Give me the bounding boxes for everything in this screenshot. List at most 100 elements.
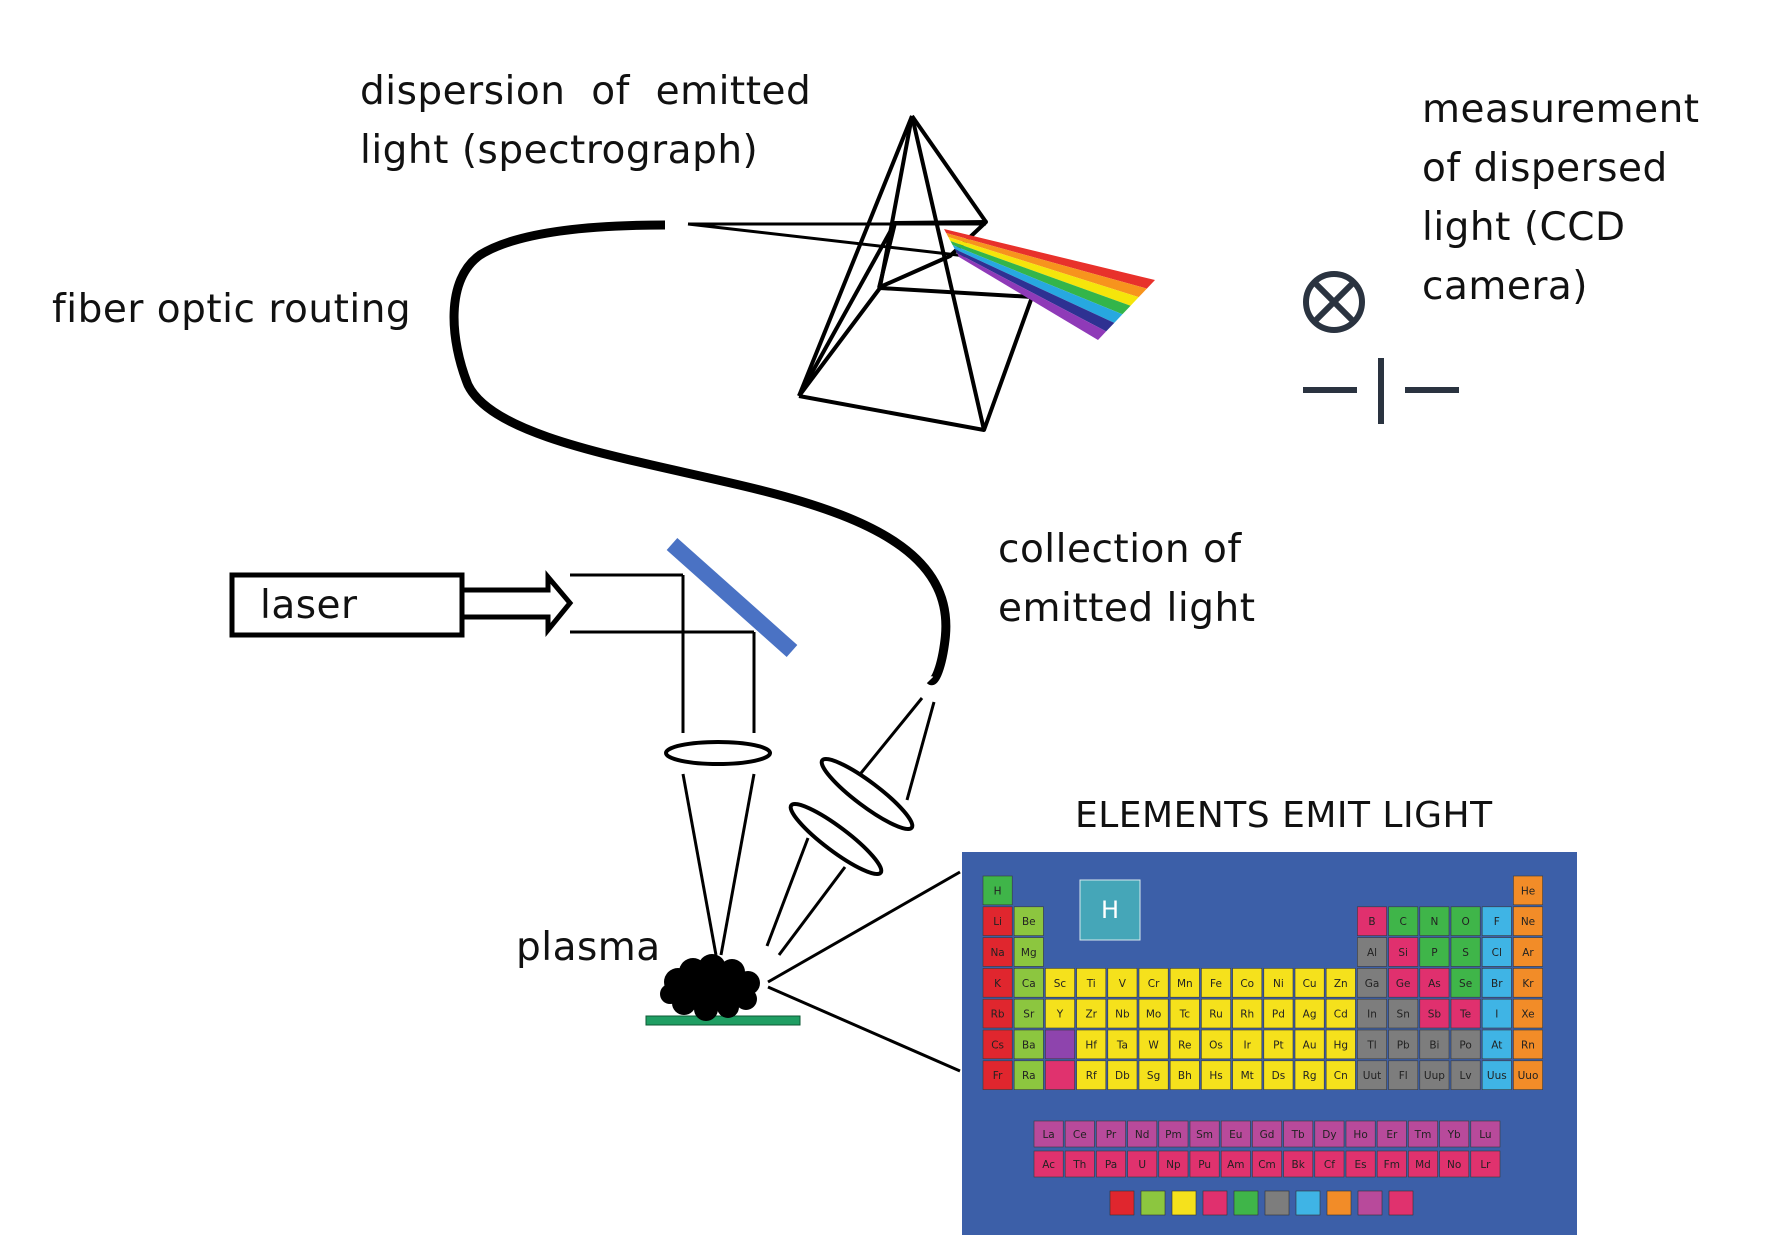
spectrum-band [956,253,1107,340]
element-Sb-symbol: Sb [1428,1009,1442,1021]
element-Bh-symbol: Bh [1178,1070,1192,1082]
element-I-symbol: I [1495,1009,1498,1021]
element-Li-symbol: Li [993,916,1002,928]
element-Rb-tile [982,998,1013,1029]
element-Hf-tile [1076,1029,1107,1060]
element-Uup-symbol: Uup [1424,1070,1445,1082]
spectrum-band [944,229,1155,289]
element-Zn-tile [1325,968,1356,998]
element-Ba-tile [1013,1029,1044,1060]
plasma-cloud-icon [660,954,760,1021]
element-Ge-symbol: Ge [1396,978,1411,990]
element-In-tile [1357,998,1387,1029]
element-Cr-symbol: Cr [1148,978,1160,990]
actinide-Ac-tile [1033,1150,1064,1178]
label-dispersion: dispersion of emitted light (spectrograp… [360,69,812,173]
element-Lv-tile [1450,1060,1481,1090]
actinide-Am-symbol: Am [1227,1159,1244,1171]
element-Cd-tile [1325,998,1356,1029]
element-Si-tile [1388,937,1419,967]
sample-substrate [645,1015,801,1026]
lanthanide-Tb-symbol: Tb [1291,1129,1305,1141]
element-Sr-symbol: Sr [1023,1009,1035,1021]
actinide-Lr-symbol: Lr [1480,1159,1491,1171]
element-Tc-tile [1169,998,1200,1029]
lanthanide-Ho-symbol: Ho [1353,1129,1367,1141]
legend-swatch-halogen [1295,1190,1321,1216]
element-Co-tile [1232,968,1263,998]
element-I-tile [1481,998,1512,1029]
element-Ti-symbol: Ti [1086,978,1096,990]
element-Te-tile [1450,998,1481,1029]
element-At-tile [1481,1029,1512,1060]
lanthanide-Pr-symbol: Pr [1106,1129,1117,1141]
element-blank-tile [1045,1029,1075,1060]
legend-swatch-metalloid [1202,1190,1228,1216]
element-Os-symbol: Os [1209,1039,1223,1051]
lanthanide-La-tile [1033,1120,1064,1148]
element-Uuo-tile [1513,1060,1543,1090]
element-Ag-tile [1294,998,1325,1029]
element-Rn-symbol: Rn [1521,1039,1535,1051]
element-Be-tile [1013,906,1044,936]
actinide-Bk-symbol: Bk [1292,1159,1306,1171]
element-Nb-tile [1107,998,1138,1029]
element-Sn-tile [1388,998,1419,1029]
element-Al-tile [1357,937,1387,967]
element-W-tile [1138,1029,1169,1060]
collection-beam-path [765,697,936,956]
element-V-symbol: V [1119,978,1127,990]
element-Na-symbol: Na [990,947,1004,959]
actinide-Np-symbol: Np [1166,1159,1181,1171]
lanthanide-Tb-tile [1283,1120,1314,1148]
element-Ru-symbol: Ru [1209,1009,1222,1021]
element-Fr-symbol: Fr [993,1070,1003,1082]
element-Pt-tile [1263,1029,1294,1060]
element-Ta-tile [1107,1029,1138,1060]
element-Ir-tile [1232,1029,1263,1060]
element-Y-symbol: Y [1056,1009,1064,1021]
element-Xe-tile [1513,998,1543,1029]
element-Mo-tile [1138,998,1169,1029]
legend-swatch-lanthanide [1357,1190,1383,1216]
actinide-Bk-tile [1283,1150,1314,1178]
actinide-Pu-tile [1189,1150,1220,1178]
key-element-symbol: H [1101,896,1119,924]
element-Re-tile [1169,1029,1200,1060]
element-He-tile [1513,875,1543,906]
element-Cs-symbol: Cs [991,1039,1004,1051]
legend-swatch-alkaline [1140,1190,1166,1216]
legend-swatch-noble [1326,1190,1352,1216]
label-fiber: fiber optic routing [52,287,412,332]
element-Db-tile [1107,1060,1138,1090]
fiber-optic-cable [449,220,951,686]
element-blank-tile [1045,1060,1075,1090]
actinide-Md-tile [1408,1150,1438,1178]
element-Na-tile [982,937,1013,967]
element-F-tile [1481,906,1512,936]
element-Br-tile [1481,968,1512,998]
element-Rf-tile [1076,1060,1107,1090]
element-K-tile [982,968,1013,998]
element-Ne-symbol: Ne [1521,916,1535,928]
element-C-symbol: C [1400,916,1407,928]
element-Sg-symbol: Sg [1147,1070,1160,1082]
actinide-Th-symbol: Th [1072,1159,1086,1171]
lanthanide-Er-tile [1376,1120,1407,1148]
spectrum-band [948,237,1139,306]
laser-box [229,572,465,638]
element-In-symbol: In [1367,1009,1377,1021]
element-Lv-symbol: Lv [1460,1070,1472,1082]
spectrum-band [952,245,1123,323]
lanthanide-Er-symbol: Er [1386,1129,1398,1141]
actinide-Cf-tile [1314,1150,1345,1178]
element-Cs-tile [982,1029,1013,1060]
element-Ni-symbol: Ni [1273,978,1284,990]
dispersed-spectrum [944,229,1155,340]
element-Cu-tile [1294,968,1325,998]
element-Ti-tile [1076,968,1107,998]
element-Hs-tile [1201,1060,1231,1090]
element-Y-tile [1045,998,1075,1029]
